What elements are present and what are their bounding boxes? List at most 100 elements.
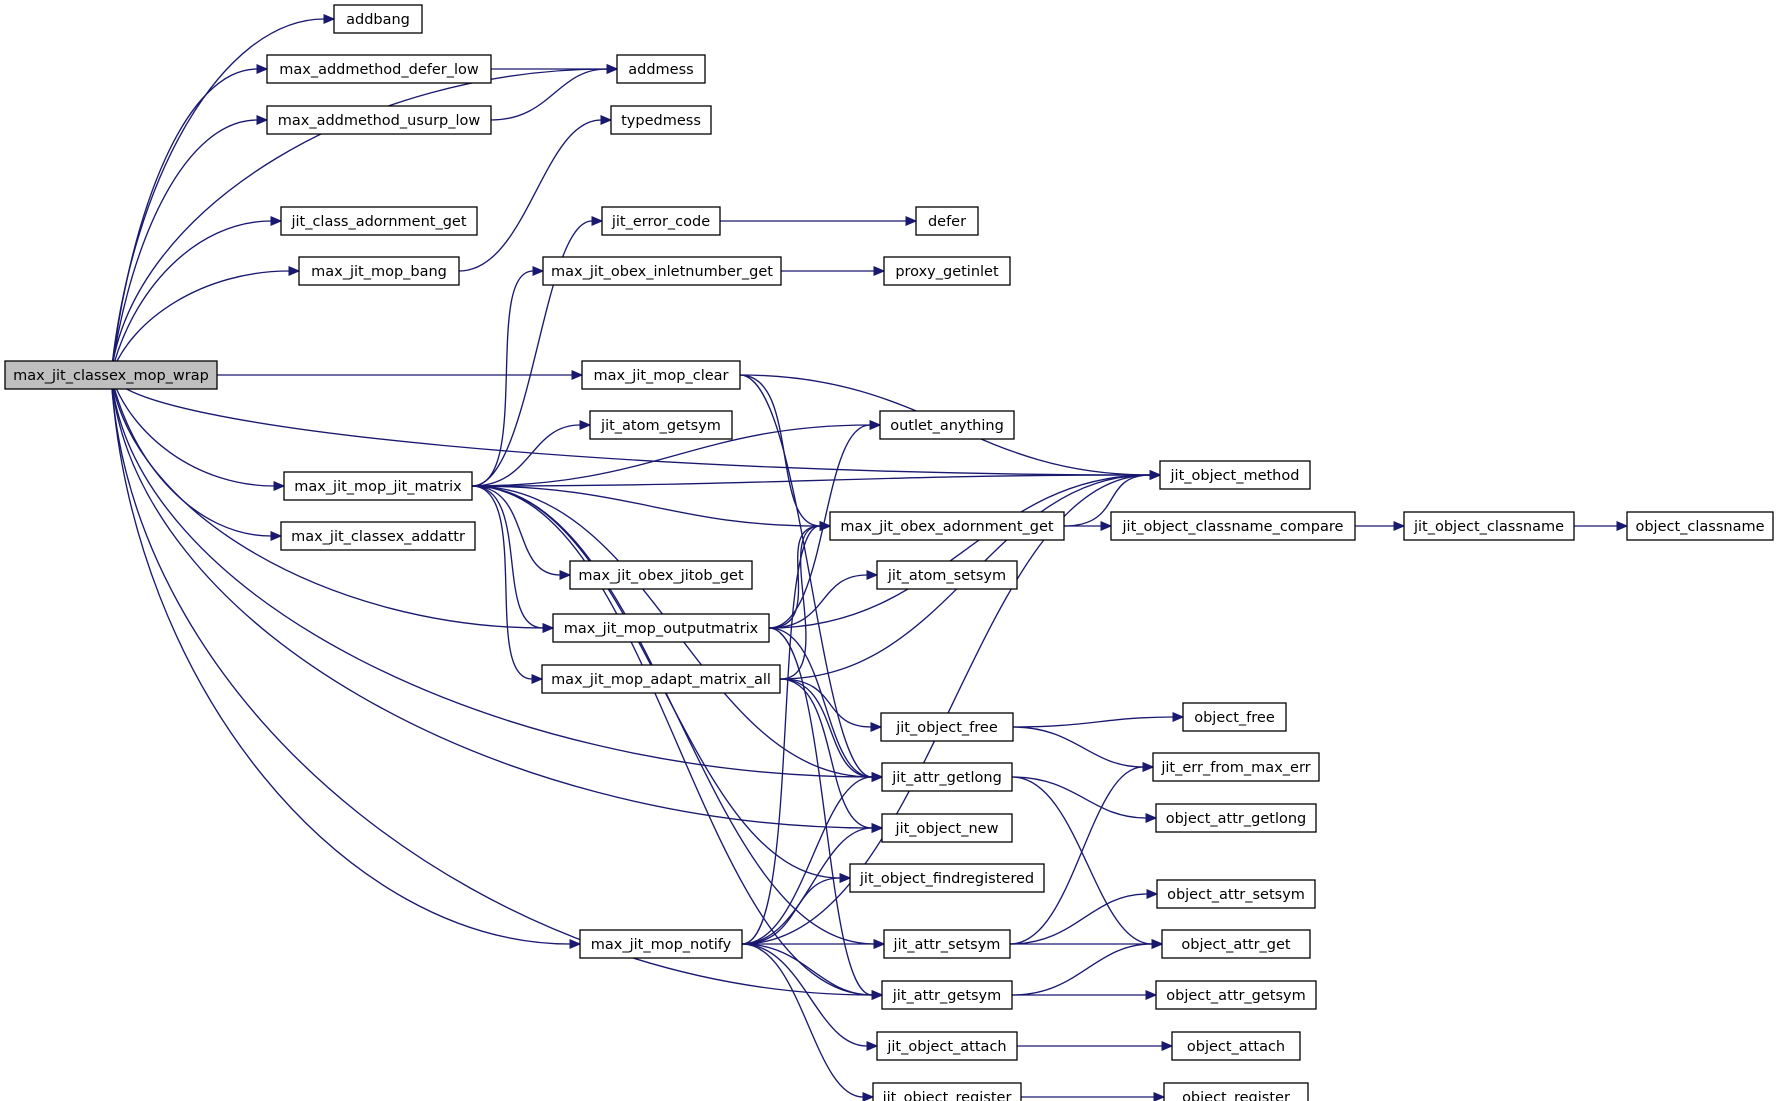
node-box [881, 980, 1013, 1010]
node-mop-adapt[interactable]: max_jit_mop_adapt_matrix_all [541, 664, 781, 694]
node-typedmess[interactable]: typedmess [610, 105, 712, 135]
node-defer-low[interactable]: max_addmethod_defer_low [266, 54, 492, 84]
node-mop-outputmatrix[interactable]: max_jit_mop_outputmatrix [552, 613, 770, 643]
node-defer[interactable]: defer [915, 206, 979, 236]
node-class-adorn[interactable]: jit_class_adornment_get [280, 206, 478, 236]
node-box [552, 613, 770, 643]
edge-mop_jit_matrix-to-jit_error_code [471, 220, 593, 487]
node-label: max_jit_mop_outputmatrix [564, 621, 759, 637]
node-box [298, 256, 460, 286]
node-jit-attr-setsym[interactable]: jit_attr_setsym [883, 929, 1011, 959]
node-box [266, 105, 492, 135]
node-object-attr-getsym[interactable]: object_attr_getsym [1155, 980, 1317, 1010]
node-label: addmess [628, 62, 693, 78]
node-object-attach[interactable]: object_attach [1171, 1031, 1301, 1061]
node-wrap[interactable]: max_jit_classex_mop_wrap [4, 360, 218, 390]
node-box [876, 560, 1018, 590]
arrowhead [559, 570, 572, 580]
node-label: jit_object_new [895, 821, 999, 837]
node-box [266, 54, 492, 84]
arrowhead [1146, 889, 1159, 899]
node-jit-object-method[interactable]: jit_object_method [1159, 460, 1311, 490]
node-addmess[interactable]: addmess [616, 54, 706, 84]
node-obex-adorn[interactable]: max_jit_obex_adornment_get [829, 511, 1065, 541]
edge-mop_adapt-to-jit_object_free [779, 678, 872, 728]
node-box [569, 560, 753, 590]
node-jit-attr-getlong[interactable]: jit_attr_getlong [881, 762, 1013, 792]
node-label: jit_object_free [895, 720, 998, 736]
node-jit-object-findregistered[interactable]: jit_object_findregistered [849, 863, 1045, 893]
arrowhead [1151, 939, 1164, 949]
edge-mop_adapt-to-jit_object_new [779, 678, 873, 829]
node-object-attr-get[interactable]: object_attr_get [1161, 929, 1311, 959]
node-box [333, 4, 423, 34]
node-mop-bang[interactable]: max_jit_mop_bang [298, 256, 460, 286]
edge-jit_object_free-to-object_free [1012, 716, 1174, 728]
node-addbang[interactable]: addbang [333, 4, 423, 34]
arrowhead [273, 481, 286, 491]
node-label: addbang [346, 12, 410, 28]
edge-wrap-to-mop_jit_matrix [110, 374, 275, 487]
node-object-attr-getlong[interactable]: object_attr_getlong [1155, 803, 1317, 833]
edge-mop_notify-to-jit_object_attach [741, 943, 868, 1047]
node-jit-object-register[interactable]: jit_object_register [872, 1082, 1022, 1101]
node-mop-notify[interactable]: max_jit_mop_notify [579, 929, 743, 959]
node-label: object_register [1182, 1090, 1290, 1101]
node-mop-clear[interactable]: max_jit_mop_clear [581, 360, 741, 390]
node-box [581, 360, 741, 390]
node-jit-atom-getsym[interactable]: jit_atom_getsym [589, 410, 733, 440]
node-label: object_attr_setsym [1167, 887, 1305, 903]
node-label: jit_error_code [611, 214, 710, 230]
node-jit-object-free[interactable]: jit_object_free [880, 712, 1014, 742]
arrowhead [873, 266, 886, 276]
node-jit-object-attach[interactable]: jit_object_attach [876, 1031, 1018, 1061]
arrowhead [600, 115, 613, 125]
arrowhead [869, 420, 882, 430]
node-obex-jitob[interactable]: max_jit_obex_jitob_get [569, 560, 753, 590]
node-box [280, 521, 476, 551]
node-jit-attr-getsym[interactable]: jit_attr_getsym [881, 980, 1013, 1010]
edge-mop_jit_matrix-to-obex_adorn [471, 485, 821, 527]
node-object-register[interactable]: object_register [1163, 1082, 1309, 1101]
node-jit-object-new[interactable]: jit_object_new [881, 813, 1013, 843]
arrowhead [871, 990, 884, 1000]
node-object-attr-setsym[interactable]: object_attr_setsym [1156, 879, 1316, 909]
node-usurp-low[interactable]: max_addmethod_usurp_low [266, 105, 492, 135]
arrowhead [871, 772, 884, 782]
node-outlet-anything[interactable]: outlet_anything [879, 410, 1015, 440]
arrowhead [256, 64, 269, 74]
node-jit-object-classname[interactable]: jit_object_classname [1403, 511, 1575, 541]
edge-wrap-to-jit_object_method [110, 374, 1151, 476]
arrowhead [579, 420, 592, 430]
arrowhead [288, 266, 301, 276]
node-label: max_addmethod_usurp_low [278, 113, 481, 129]
node-jit-atom-setsym[interactable]: jit_atom_setsym [876, 560, 1018, 590]
arrowhead [270, 531, 283, 541]
node-box [1626, 511, 1774, 541]
node-box [1156, 879, 1316, 909]
node-classex-addattr[interactable]: max_jit_classex_addattr [280, 521, 476, 551]
node-proxy-getinlet[interactable]: proxy_getinlet [883, 256, 1011, 286]
node-label: max_jit_obex_inletnumber_get [551, 264, 773, 280]
node-object-classname[interactable]: object_classname [1626, 511, 1774, 541]
arrowhead [866, 1041, 879, 1051]
node-box [542, 256, 782, 286]
edge-mop_bang-to-typedmess [458, 119, 602, 272]
node-label: jit_object_classname_compare [1122, 519, 1344, 535]
node-label: max_jit_mop_notify [591, 937, 732, 953]
node-object-free[interactable]: object_free [1182, 702, 1287, 732]
node-mop-jit-matrix[interactable]: max_jit_mop_jit_matrix [283, 471, 473, 501]
node-label: proxy_getinlet [895, 264, 999, 280]
node-jit-error-code[interactable]: jit_error_code [601, 206, 721, 236]
edge-mop_jit_matrix-to-obex_jitob [471, 485, 561, 576]
node-box [881, 813, 1013, 843]
edge-obex_adorn-to-jit_object_method [1063, 474, 1151, 527]
node-box [883, 256, 1011, 286]
node-box [280, 206, 478, 236]
arrowhead [866, 570, 879, 580]
edge-wrap-to-mop_bang [110, 270, 290, 376]
arrowhead [871, 823, 884, 833]
node-jit-err-from-max-err[interactable]: jit_err_from_max_err [1152, 752, 1320, 782]
node-classname-compare[interactable]: jit_object_classname_compare [1110, 511, 1356, 541]
node-obex-inlet[interactable]: max_jit_obex_inletnumber_get [542, 256, 782, 286]
